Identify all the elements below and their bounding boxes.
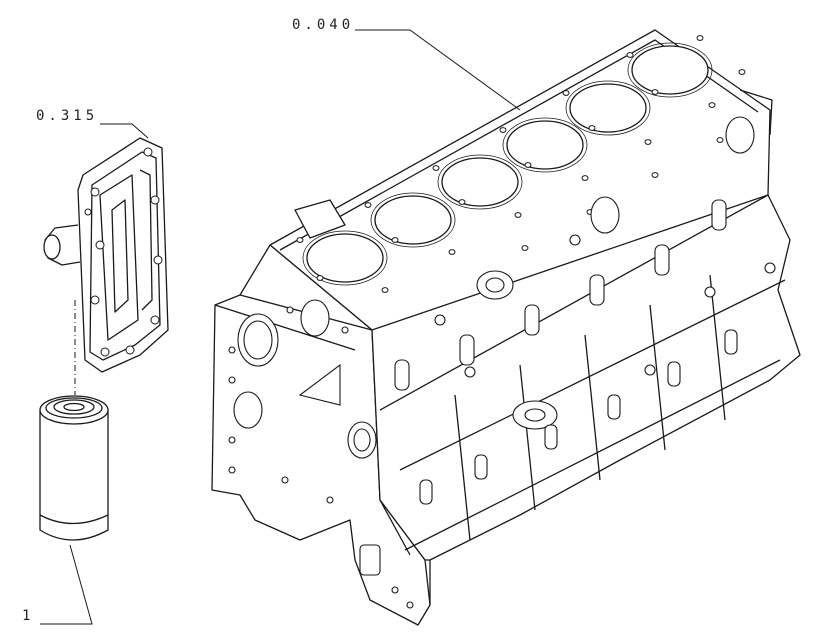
cylinder-bore: [306, 233, 384, 283]
cylinder-bore: [506, 120, 584, 170]
callout-0-315: 0.315: [36, 108, 99, 124]
leader-line-0-315: [100, 123, 149, 139]
callout-0-040: 0.040: [292, 17, 355, 33]
callout-1: 1: [22, 608, 35, 624]
filter-head-plate: [43, 137, 169, 373]
block-front-details: [228, 299, 414, 609]
leader-line-0-040: [355, 29, 521, 111]
cylinder-bore: [631, 45, 709, 95]
block-side-details: [394, 116, 776, 505]
leader-lines: [40, 29, 521, 625]
cylinder-bore: [569, 83, 647, 133]
filter-head-bolts: [84, 147, 163, 357]
cylinder-bores: [306, 45, 709, 283]
oil-filter-cartridge: [39, 395, 109, 541]
leader-line-1: [40, 544, 93, 625]
engine-block: [211, 29, 801, 626]
cylinder-bore: [441, 157, 519, 207]
cylinder-bore: [374, 195, 452, 245]
